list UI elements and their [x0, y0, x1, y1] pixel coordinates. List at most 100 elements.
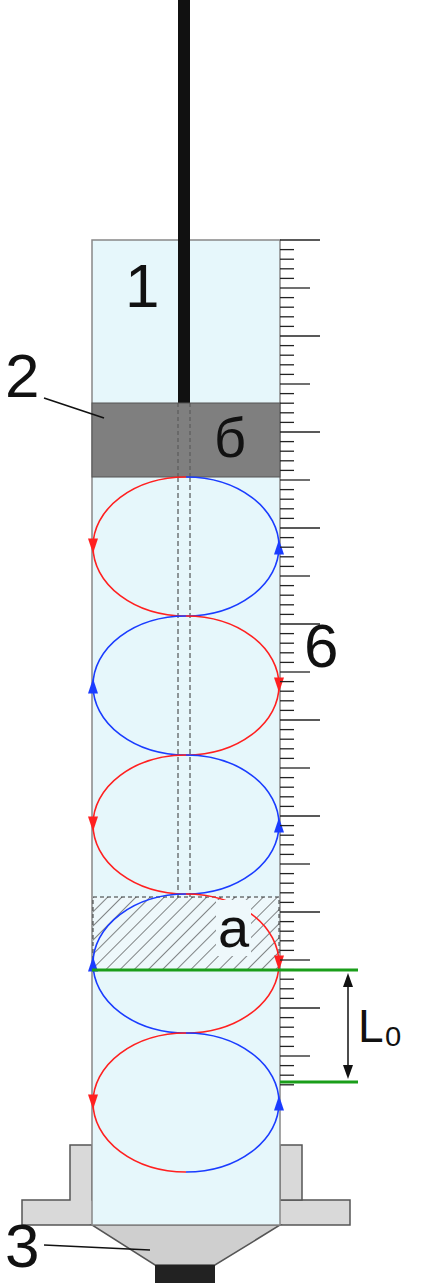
scale-tick	[280, 729, 294, 730]
scale-tick	[280, 575, 310, 576]
rod-hidden	[178, 403, 179, 477]
scale-tick	[280, 307, 294, 308]
scale-tick	[280, 1075, 294, 1076]
loop-arc	[186, 616, 279, 755]
scale-tick	[280, 403, 294, 404]
scale-tick	[280, 239, 320, 240]
flow-arrow	[88, 1095, 98, 1110]
scale-tick	[280, 988, 294, 989]
part-number: 2	[5, 345, 39, 407]
flow-arrow	[88, 539, 98, 554]
scale-tick	[280, 911, 320, 912]
scale-tick	[280, 633, 294, 634]
scale-tick	[280, 691, 294, 692]
scale-tick	[280, 374, 294, 375]
scale-tick	[280, 748, 294, 749]
scale-tick	[280, 825, 294, 826]
scale-tick	[280, 873, 294, 874]
scale-tick	[280, 451, 294, 452]
scale-tick	[280, 278, 294, 279]
scale-tick	[280, 787, 294, 788]
scale-tick	[280, 1084, 294, 1085]
scale-tick	[280, 719, 320, 720]
scale-tick	[280, 527, 320, 528]
scale-tick	[280, 479, 310, 480]
scale-tick	[280, 739, 294, 740]
scale-tick	[280, 393, 294, 394]
scale-tick	[280, 431, 320, 432]
scale-tick	[280, 1046, 294, 1047]
scale-tick	[280, 1017, 294, 1018]
dimension-arrow	[343, 1065, 353, 1079]
scale-tick	[280, 518, 294, 519]
scale-tick	[280, 979, 294, 980]
scale-tick	[280, 460, 294, 461]
scale-tick	[280, 556, 294, 557]
dimension-line	[347, 978, 349, 1074]
part-number: 3	[5, 1215, 39, 1277]
flow-arrow	[274, 956, 284, 971]
scale-tick	[280, 249, 294, 250]
zone-letter: б	[214, 410, 246, 466]
nozzle-tip	[155, 1265, 215, 1283]
marker-line	[92, 969, 358, 972]
piston-rod	[178, 0, 190, 403]
loop-arc	[186, 894, 279, 1033]
scale-tick	[280, 268, 294, 269]
nozzle-cone	[92, 1225, 280, 1265]
scale-tick	[280, 815, 320, 816]
scale-tick	[280, 681, 294, 682]
leader-line	[44, 398, 104, 418]
scale-tick	[280, 1007, 320, 1008]
rod-hidden	[190, 477, 191, 897]
loop-arc	[93, 755, 186, 894]
loop-arc	[186, 1033, 279, 1172]
scale-tick	[280, 796, 294, 797]
marker-line	[280, 1081, 358, 1084]
scale-tick	[280, 643, 294, 644]
scale-tick	[280, 806, 294, 807]
flow-arrow	[88, 817, 98, 832]
scale-tick	[280, 537, 294, 538]
leader-line	[44, 1245, 150, 1250]
standing-wave-loops	[88, 477, 284, 1172]
scale-tick	[280, 335, 320, 336]
scale-tick	[280, 700, 294, 701]
part-number: 1	[125, 255, 159, 317]
scale-tick	[280, 614, 294, 615]
part-number: 6	[304, 615, 338, 677]
scale-tick	[280, 566, 294, 567]
loop-arc	[93, 894, 186, 1033]
rod-hidden	[178, 477, 179, 897]
scale-tick	[280, 422, 294, 423]
scale-tick	[280, 1027, 294, 1028]
scale-tick	[280, 499, 294, 500]
scale-tick	[280, 345, 294, 346]
scale-tick	[280, 652, 294, 653]
scale-tick	[280, 854, 294, 855]
scale-tick	[280, 489, 294, 490]
loop-arc	[186, 477, 279, 616]
scale-tick	[280, 931, 294, 932]
scale-tick	[280, 585, 294, 586]
scale-tick	[280, 547, 294, 548]
piston	[92, 403, 280, 477]
scale-tick	[280, 412, 294, 413]
dimension-label: L₀	[356, 1003, 405, 1049]
flange	[280, 1145, 302, 1200]
loop-arc	[93, 1033, 186, 1172]
scale-tick	[280, 441, 294, 442]
scale-tick	[280, 844, 294, 845]
scale-tick	[280, 326, 294, 327]
scale-tick	[280, 364, 294, 365]
scale-tick	[280, 259, 294, 260]
loop-arc	[93, 477, 186, 616]
hatched-zone	[93, 897, 279, 970]
scale-tick	[280, 1065, 294, 1066]
scale-tick	[280, 1055, 310, 1056]
scale-tick	[280, 316, 294, 317]
scale-tick	[280, 595, 294, 596]
scale-tick	[280, 662, 294, 663]
